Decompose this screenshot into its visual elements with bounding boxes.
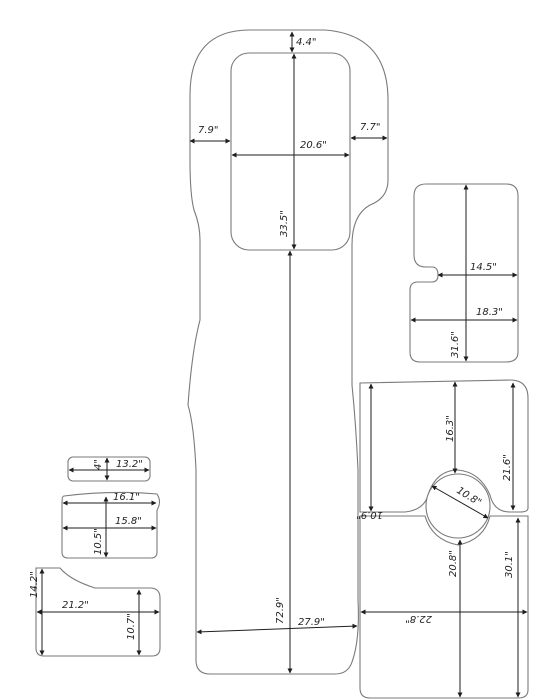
- small2-width-label: 15.8": [115, 516, 142, 527]
- hatch-height-label: 31.6": [450, 331, 461, 358]
- big-top-height-label: 16.3": [445, 415, 456, 442]
- hatch-panel: 31.6" 14.5" 18.3": [409, 183, 519, 363]
- main-length-label: 72.9": [275, 597, 286, 624]
- large-seat-panel-lower: [359, 515, 529, 699]
- large-seat-panel: 10.9" 16.3" 21.6" 10.8" 20.8" 30.1" 22.8…: [356, 379, 529, 699]
- small3-right-height-label: 10.7": [126, 613, 137, 640]
- circle-cutout: [425, 473, 491, 539]
- top-clearance-label: 4.4": [296, 37, 317, 48]
- big-bottom-width-label: 22.8": [405, 613, 432, 624]
- small-panel-1: 4" 13.2": [67, 456, 151, 482]
- right-margin-label: 7.7": [360, 122, 381, 133]
- hatch-width-bottom-label: 18.3": [476, 307, 503, 318]
- big-left-height-label: 10.9": [356, 509, 383, 520]
- small-panel-3: 14.2" 21.2" 10.7": [29, 567, 161, 657]
- main-panel: 4.4" 7.9" 7.7" 20.6" 33.5" 72.9" 27.9": [187, 29, 389, 675]
- small2-height-label: 10.5": [93, 528, 104, 555]
- small-panel-2-outline: [61, 491, 161, 559]
- small-panel-2: 16.1" 10.5" 15.8": [61, 491, 161, 559]
- big-right-height-label: 21.6": [502, 454, 513, 481]
- hatch-width-top-label: 14.5": [470, 262, 497, 273]
- big-mid-height-label: 20.8": [448, 550, 459, 577]
- cutout-width-label: 20.6": [300, 140, 327, 151]
- small1-height-label: 4": [93, 459, 104, 470]
- cutout-height-label: 33.5": [279, 210, 290, 237]
- hatch-panel-outline: [409, 183, 519, 363]
- left-margin-label: 7.9": [198, 125, 219, 136]
- small2-width-top-label: 16.1": [113, 492, 140, 503]
- main-width-label: 27.9": [298, 617, 325, 628]
- small3-left-height-label: 14.2": [29, 571, 40, 598]
- big-lower-right-height-label: 30.1": [504, 551, 515, 578]
- small3-width-label: 21.2": [62, 600, 89, 611]
- small1-width-label: 13.2": [116, 459, 143, 470]
- main-panel-cutout: [230, 52, 351, 251]
